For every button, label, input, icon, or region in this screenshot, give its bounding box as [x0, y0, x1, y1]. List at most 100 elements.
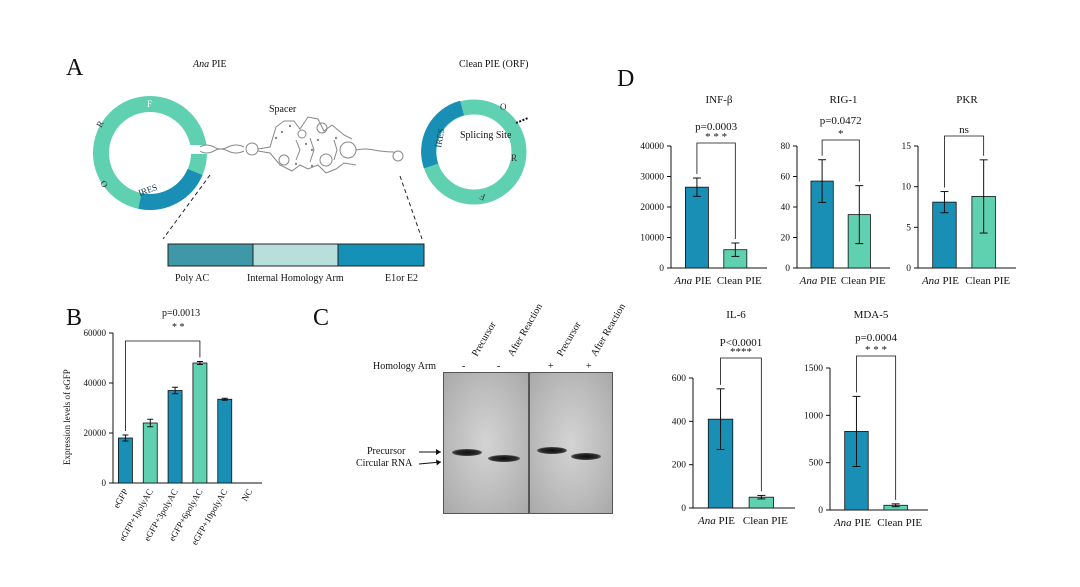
d2-title: PKR [956, 94, 978, 106]
d4-stars: * * * [865, 344, 887, 356]
segment-label-polyac: Poly AC [175, 273, 210, 284]
d1-xlabel-ana-italic: Ana [799, 275, 818, 287]
gel-panel-left [443, 372, 529, 514]
clean-pie-ires-arc [421, 100, 465, 169]
ring-right-letter-r: R [511, 153, 518, 163]
segment-label-homology: Internal Homology Arm [247, 273, 344, 284]
spacer-label: Spacer [269, 104, 297, 115]
d2-sig-bracket [944, 135, 985, 188]
d0-bar-0 [685, 186, 709, 269]
d2-ytick-label-3: 15 [902, 142, 912, 152]
spacer-hairpin-structure [199, 116, 404, 174]
gel-band-after-2 [571, 453, 601, 460]
gel-band-precursor-1 [452, 449, 482, 456]
d1-sig-bracket [821, 139, 860, 182]
d4-pvalue: p=0.0004 [855, 332, 897, 344]
d1-pvalue: p=0.0472 [820, 115, 862, 127]
d3-ytick-label-0: 0 [681, 504, 686, 514]
panel-b-chart: 0200004000060000eGFPeGFP+1polyACeGFP+3po… [84, 328, 262, 547]
panel-b-stars: * * [172, 322, 185, 333]
pie-text: PIE [209, 59, 227, 70]
band-arrows [418, 449, 442, 466]
d3-xlabel-clean: Clean PIE [743, 515, 788, 527]
d4-xlabel-ana-rest: PIE [852, 517, 872, 529]
gel-panel-right [529, 372, 613, 514]
gel-band-precursor-2 [537, 447, 567, 454]
zoom-line-left [162, 174, 211, 240]
homology-sign-4: + [586, 361, 592, 372]
d4-ytick-label-2: 1000 [804, 411, 823, 421]
d4-xlabel-ana: Ana PIE [833, 517, 871, 529]
panel-a-letter: A [66, 55, 84, 81]
homology-arm-label: Homology Arm [373, 361, 437, 372]
d2-ytick-label-0: 0 [906, 264, 911, 274]
gel-band-after-1 [488, 455, 520, 462]
d2-xlabel-clean: Clean PIE [965, 275, 1010, 287]
segment-e1-e2 [337, 243, 425, 267]
d2-stars: ns [959, 124, 969, 136]
b-ytick-label-3: 60000 [84, 328, 107, 338]
d3-xlabel-ana: Ana PIE [697, 515, 735, 527]
d0-ytick-label-1: 10000 [640, 234, 664, 244]
d4-xlabel-clean: Clean PIE [877, 517, 922, 529]
panel-c-letter: C [313, 305, 330, 331]
panel-a-right-title: Clean PIE (ORF) [459, 59, 529, 70]
d3-xlabel-ana-italic: Ana [697, 515, 716, 527]
ring-left-letter-f: F [147, 99, 153, 109]
ana-italic: Ana [193, 59, 210, 70]
d1-ytick-label-2: 40 [781, 203, 791, 213]
d4-xlabel-ana-italic: Ana [833, 517, 852, 529]
d3-stars: **** [730, 346, 752, 358]
d4-ytick-label-1: 500 [809, 459, 824, 469]
b-ytick-label-2: 40000 [84, 378, 107, 388]
d3-ytick-label-2: 400 [672, 417, 687, 427]
d1-xlabel-ana-rest: PIE [817, 275, 837, 287]
d0-sig-bracket [696, 142, 736, 239]
d0-xlabel-clean: Clean PIE [717, 275, 762, 287]
panel-a-diagram [93, 96, 529, 267]
d0-xlabel-ana: Ana PIE [673, 275, 711, 287]
d3-pvalue: P<0.0001 [720, 337, 763, 349]
d1-title: RIG-1 [829, 94, 857, 106]
d1-xlabel-clean: Clean PIE [841, 275, 886, 287]
segment-label-e1e2: E1or E2 [385, 273, 419, 284]
d0-ytick-label-2: 20000 [640, 203, 664, 213]
d4-ytick-label-0: 0 [818, 506, 823, 516]
d1-ytick-label-0: 0 [785, 264, 790, 274]
b-ytick-label-1: 20000 [84, 428, 107, 438]
d3-xlabel-ana-rest: PIE [716, 515, 736, 527]
panel-a-left-title: Ana PIE [193, 59, 227, 70]
d1-xlabel-ana: Ana PIE [799, 275, 837, 287]
b-ytick-label-0: 0 [102, 478, 107, 488]
b-sig-bracket [125, 340, 201, 431]
ana-pie-ires-arc [138, 168, 203, 210]
panel-b-pvalue: p=0.0013 [162, 308, 201, 319]
splicing-site-marker [515, 117, 529, 124]
d0-xlabel-ana-rest: PIE [692, 275, 712, 287]
d3-ytick-label-1: 200 [672, 461, 687, 471]
d3-sig-bracket [720, 357, 762, 492]
d1-stars: * [838, 128, 844, 140]
d4-sig-bracket [856, 355, 897, 500]
band-label-precursor: Precursor [367, 446, 406, 457]
homology-sign-3: + [548, 361, 554, 372]
d2-ytick-label-2: 10 [902, 183, 912, 193]
panel-d-letter: D [617, 66, 635, 92]
d0-title: INF-β [706, 94, 733, 106]
d2-ytick-label-1: 5 [906, 223, 911, 233]
d0-ytick-label-3: 30000 [640, 173, 664, 183]
ring-right-letter-o: O [500, 102, 507, 112]
d0-ytick-label-0: 0 [659, 264, 664, 274]
d2-xlabel-ana: Ana PIE [921, 275, 959, 287]
d3-title: IL-6 [726, 309, 746, 321]
d1-ytick-label-3: 60 [781, 173, 791, 183]
homology-sign-2: - [497, 361, 501, 372]
d3-ytick-label-3: 600 [672, 374, 687, 384]
d2-xlabel-ana-italic: Ana [921, 275, 940, 287]
d0-xlabel-ana-italic: Ana [673, 275, 692, 287]
d4-ytick-label-3: 1500 [804, 364, 823, 374]
panel-b-letter: B [66, 305, 83, 331]
homology-sign-1: - [462, 361, 466, 372]
